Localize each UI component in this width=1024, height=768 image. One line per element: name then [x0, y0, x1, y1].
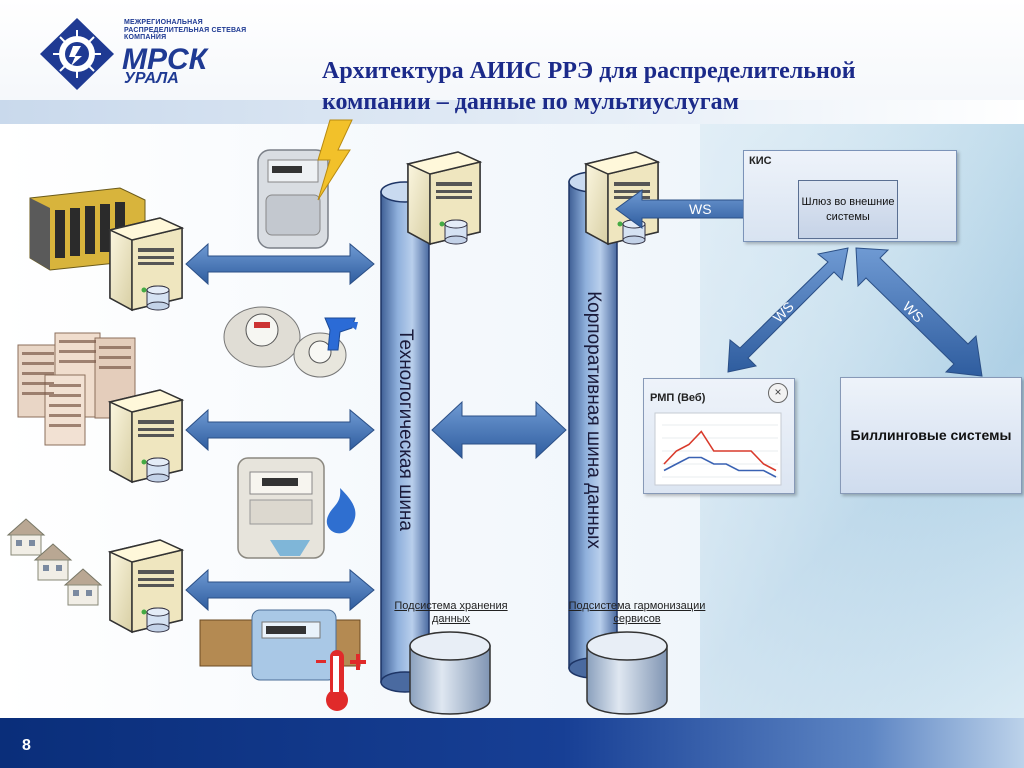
storage-cylinder [409, 631, 491, 715]
rmp-title: РМП (Веб) [650, 392, 706, 404]
page-title: Архитектура АИИС РРЭ для распределительн… [322, 56, 1002, 118]
ws-arrow-rmp [727, 247, 849, 373]
title-line-1: Архитектура АИИС РРЭ для распределительн… [322, 58, 856, 84]
ws-label-gateway: WS [689, 201, 712, 217]
logo-big-text: МРСК [122, 43, 208, 76]
close-icon[interactable]: × [768, 383, 788, 403]
billing-panel: Биллинговые системы [840, 377, 1022, 494]
water-meter-icon [223, 306, 358, 378]
gas-meter-icon [237, 457, 356, 559]
header-swoosh [0, 100, 1024, 124]
logo-small-text: МЕЖРЕГИОНАЛЬНАЯ РАСПРЕДЕЛИТЕЛЬНАЯ СЕТЕВА… [124, 19, 247, 41]
server-icon [109, 539, 183, 633]
server-icon [109, 217, 183, 311]
bidirectional-arrow [185, 568, 375, 612]
company-logo: МЕЖРЕГИОНАЛЬНАЯ РАСПРЕДЕЛИТЕЛЬНАЯ СЕТЕВА… [38, 16, 248, 92]
rmp-panel: РМП (Веб) × [643, 378, 795, 494]
tech-bus-label: Технологическая шина [395, 329, 416, 531]
title-line-2: компании – данные по мультиуслугам [322, 89, 739, 115]
harmonization-label: Подсистема гармонизации сервисов [568, 600, 706, 625]
server-icon [407, 151, 481, 245]
kis-panel: КИС Шлюз во внешние системы [743, 150, 957, 242]
electricity-meter-icon [257, 119, 353, 249]
server-icon [585, 151, 659, 245]
apartment-buildings-icon [17, 332, 136, 446]
gateway-box: Шлюз во внешние системы [798, 180, 898, 239]
footer-bar [0, 718, 1024, 768]
corp-bus-label: Корпоративная шина данных [583, 291, 604, 549]
kis-title: КИС [749, 155, 772, 167]
billing-label: Биллинговые системы [850, 427, 1012, 443]
corporate-bus [568, 171, 618, 679]
logo-emblem-icon [40, 18, 114, 90]
gateway-label: Шлюз во внешние системы [801, 195, 895, 223]
page-number: 8 [22, 737, 31, 754]
cottages-icon [7, 518, 102, 606]
bidirectional-arrow [185, 242, 375, 286]
technological-bus [380, 181, 430, 693]
logo-sub-text: УРАЛА [124, 70, 179, 87]
server-icon [109, 389, 183, 483]
storage-label: Подсистема хранения данных [394, 600, 508, 625]
heat-meter-icon [199, 609, 366, 711]
harmonization-cylinder [586, 631, 668, 715]
bidirectional-arrow [185, 408, 375, 452]
ws-arrow-billing [855, 247, 983, 377]
bus-to-bus-arrow [431, 400, 567, 460]
